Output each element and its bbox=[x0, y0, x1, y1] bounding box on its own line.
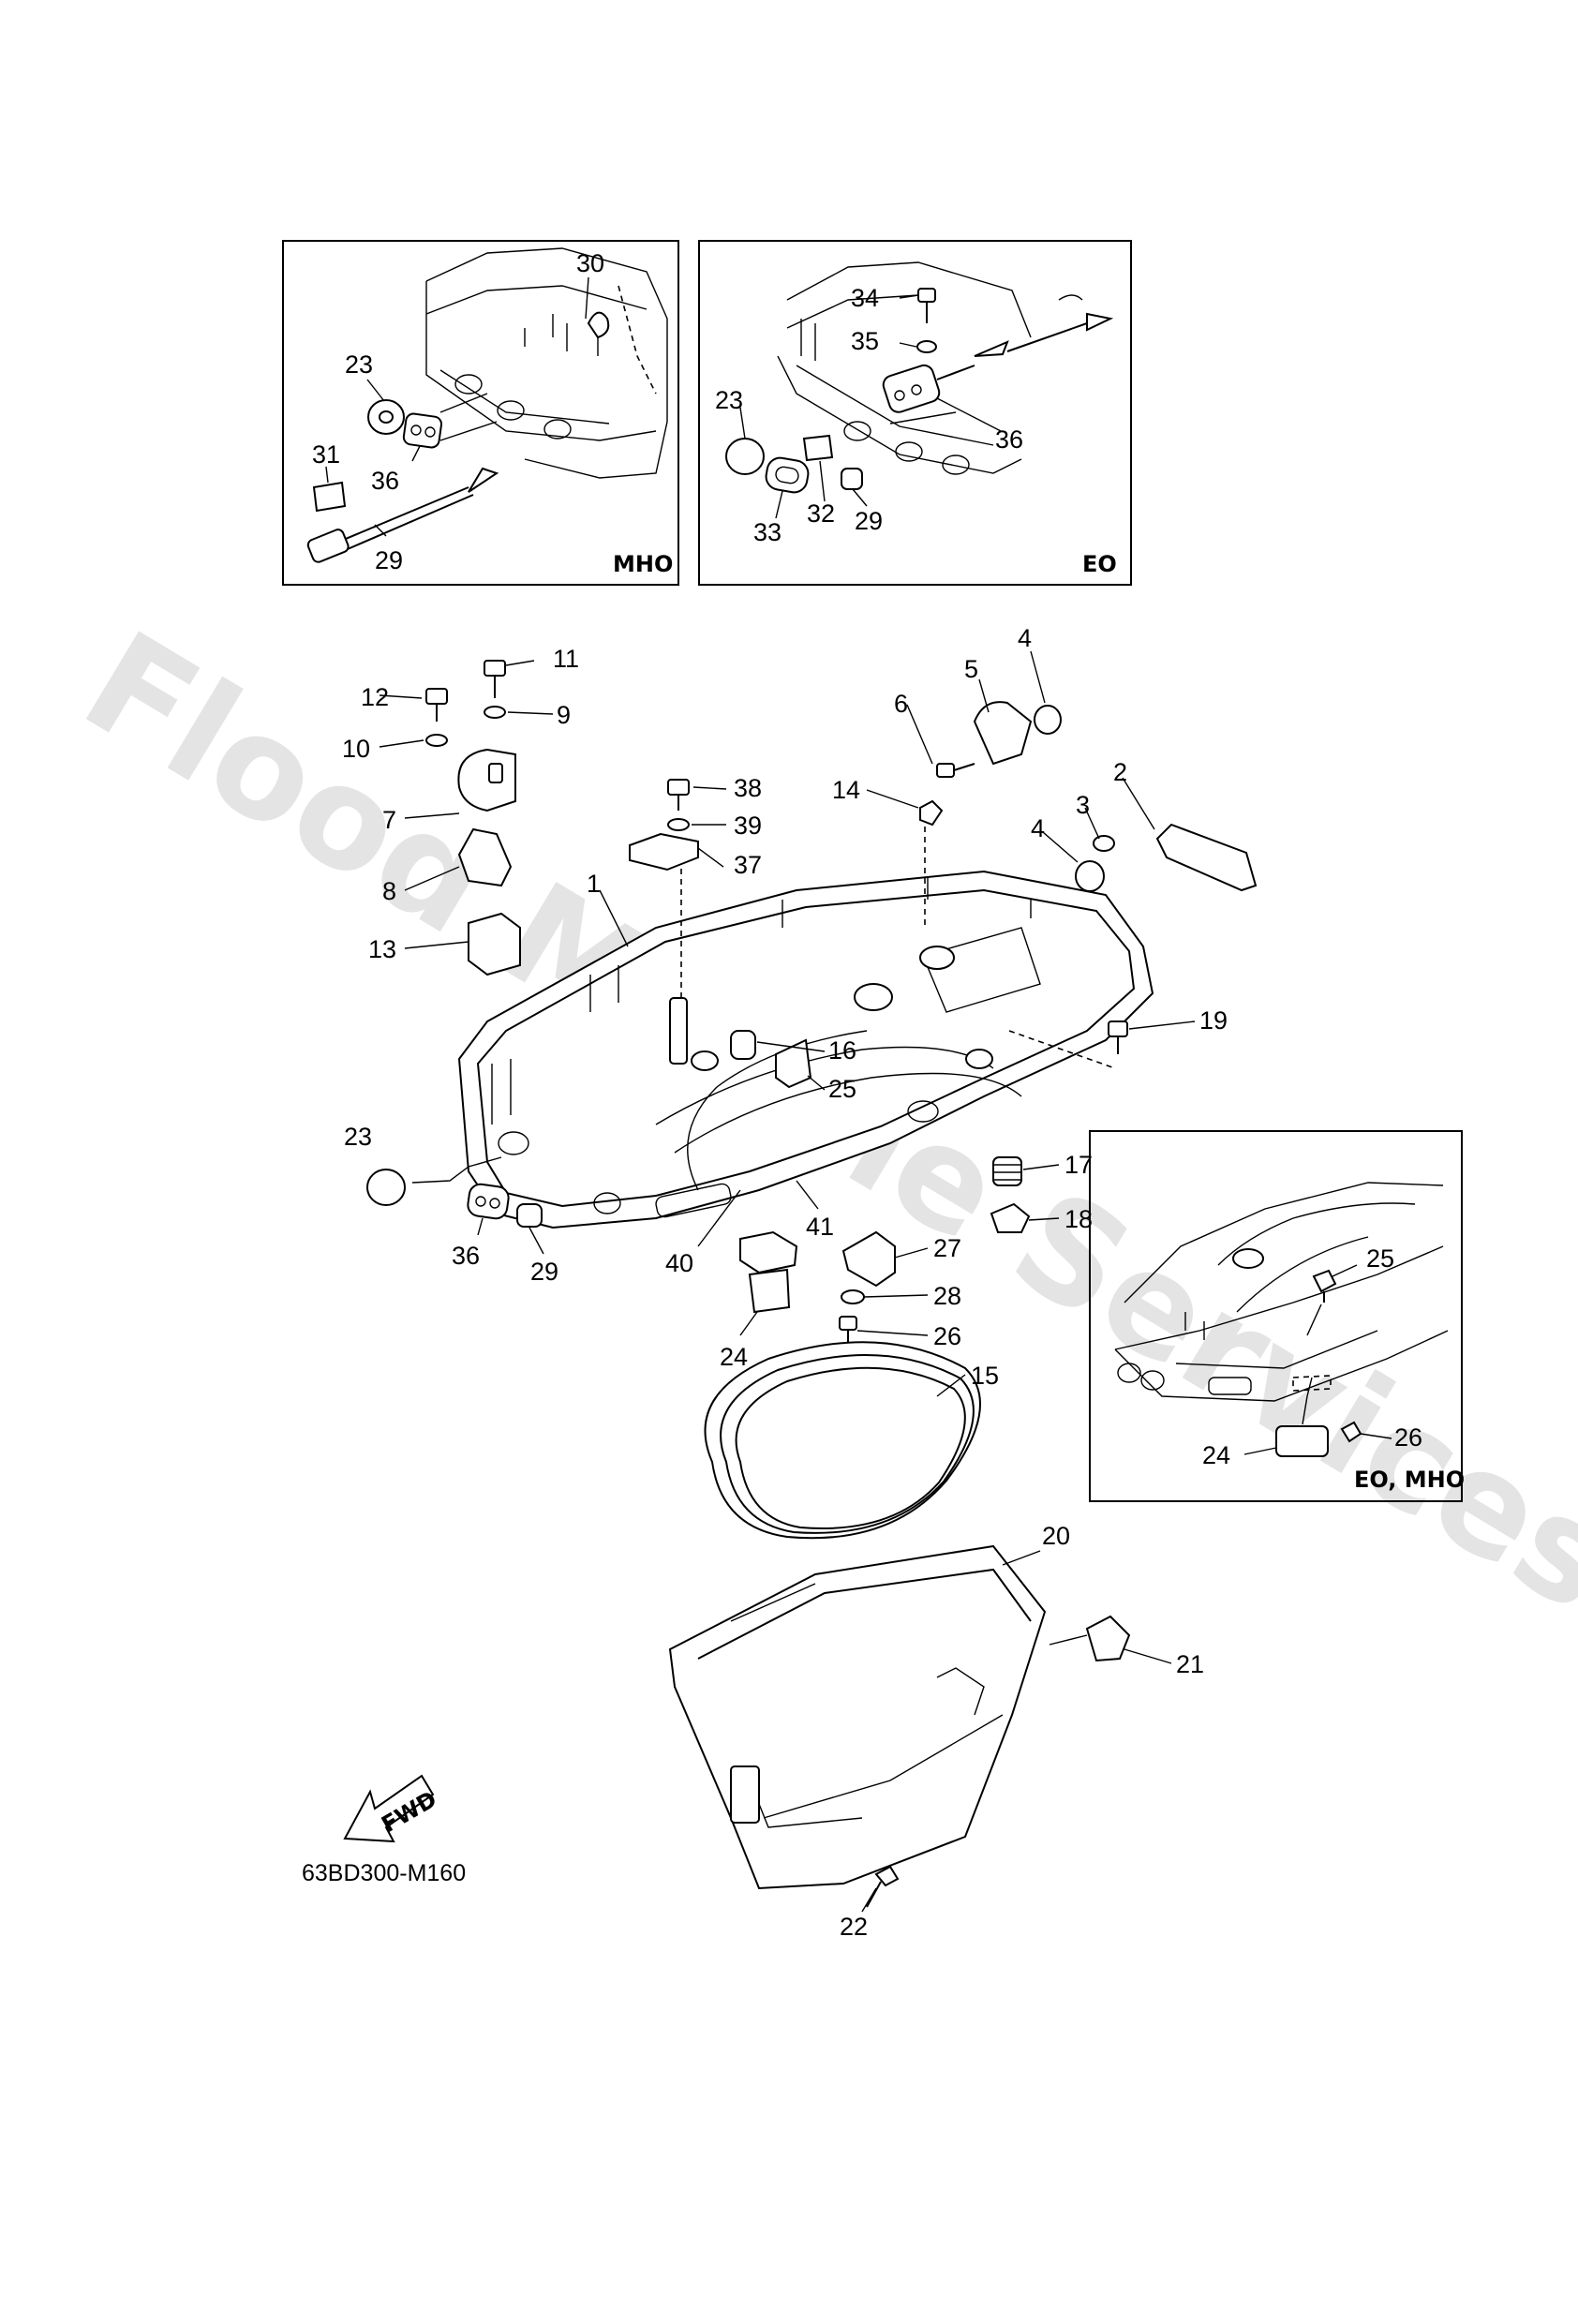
callout-40: 40 bbox=[665, 1249, 693, 1277]
callout-13: 13 bbox=[368, 935, 396, 963]
callout-1: 1 bbox=[587, 870, 601, 898]
callout-16: 16 bbox=[828, 1036, 856, 1065]
inset-mho: 30 23 31 36 29 MHO bbox=[282, 240, 679, 586]
callout-36: 36 bbox=[995, 425, 1023, 454]
callout-38: 38 bbox=[734, 774, 762, 802]
callout-4: 4 bbox=[1031, 814, 1045, 842]
callout-3: 3 bbox=[1076, 791, 1090, 819]
callout-4: 4 bbox=[1018, 624, 1032, 652]
callout-29: 29 bbox=[375, 546, 403, 574]
callout-32: 32 bbox=[807, 499, 835, 528]
callout-5: 5 bbox=[964, 655, 978, 683]
inset-tag-eo-mho: EO, MHO bbox=[1354, 1467, 1465, 1493]
callout-34: 34 bbox=[851, 284, 879, 312]
callout-29: 29 bbox=[855, 507, 883, 535]
callout-18: 18 bbox=[1064, 1205, 1093, 1233]
callout-15: 15 bbox=[971, 1362, 999, 1390]
callout-24: 24 bbox=[1202, 1441, 1230, 1469]
callout-26: 26 bbox=[1394, 1423, 1422, 1452]
fwd-arrow: FWD bbox=[343, 1774, 441, 1843]
callout-37: 37 bbox=[734, 851, 762, 879]
callout-25: 25 bbox=[828, 1075, 856, 1103]
callout-24: 24 bbox=[720, 1343, 748, 1371]
callout-36: 36 bbox=[371, 467, 399, 495]
inset-tag-mho: MHO bbox=[613, 551, 673, 577]
callout-23: 23 bbox=[345, 350, 373, 379]
callout-6: 6 bbox=[894, 690, 908, 718]
callout-22: 22 bbox=[840, 1913, 868, 1941]
inset-tag-eo: EO bbox=[1082, 551, 1117, 577]
callout-14: 14 bbox=[832, 776, 860, 804]
callout-23: 23 bbox=[715, 386, 743, 414]
callout-11: 11 bbox=[553, 645, 579, 673]
callout-35: 35 bbox=[851, 327, 879, 355]
callout-30: 30 bbox=[576, 249, 604, 277]
callout-10: 10 bbox=[342, 735, 370, 763]
callout-9: 9 bbox=[557, 701, 571, 729]
callout-2: 2 bbox=[1113, 758, 1127, 786]
callout-12: 12 bbox=[361, 683, 389, 711]
callout-17: 17 bbox=[1064, 1151, 1093, 1179]
callout-31: 31 bbox=[312, 440, 340, 469]
callout-20: 20 bbox=[1042, 1522, 1070, 1550]
inset-eo: 34 35 23 36 33 32 29 EO bbox=[698, 240, 1132, 586]
callout-25: 25 bbox=[1366, 1244, 1394, 1273]
callout-29: 29 bbox=[530, 1258, 558, 1286]
callout-7: 7 bbox=[382, 806, 396, 834]
callout-36: 36 bbox=[452, 1242, 480, 1270]
callout-26: 26 bbox=[933, 1322, 961, 1350]
diagram-code: 63BD300-M160 bbox=[302, 1860, 466, 1886]
callout-23: 23 bbox=[344, 1123, 372, 1151]
callout-19: 19 bbox=[1199, 1006, 1228, 1035]
callout-39: 39 bbox=[734, 812, 762, 840]
callout-28: 28 bbox=[933, 1282, 961, 1310]
callout-27: 27 bbox=[933, 1234, 961, 1262]
callout-41: 41 bbox=[806, 1213, 834, 1241]
callout-21: 21 bbox=[1176, 1650, 1204, 1678]
inset-eo-mho: 25 26 24 EO, MHO bbox=[1089, 1130, 1465, 1502]
main-assembly: 12 11 9 10 7 8 13 38 39 37 1 4 5 6 14 2 … bbox=[342, 624, 1258, 1941]
callout-33: 33 bbox=[753, 518, 782, 546]
callout-8: 8 bbox=[382, 877, 396, 905]
